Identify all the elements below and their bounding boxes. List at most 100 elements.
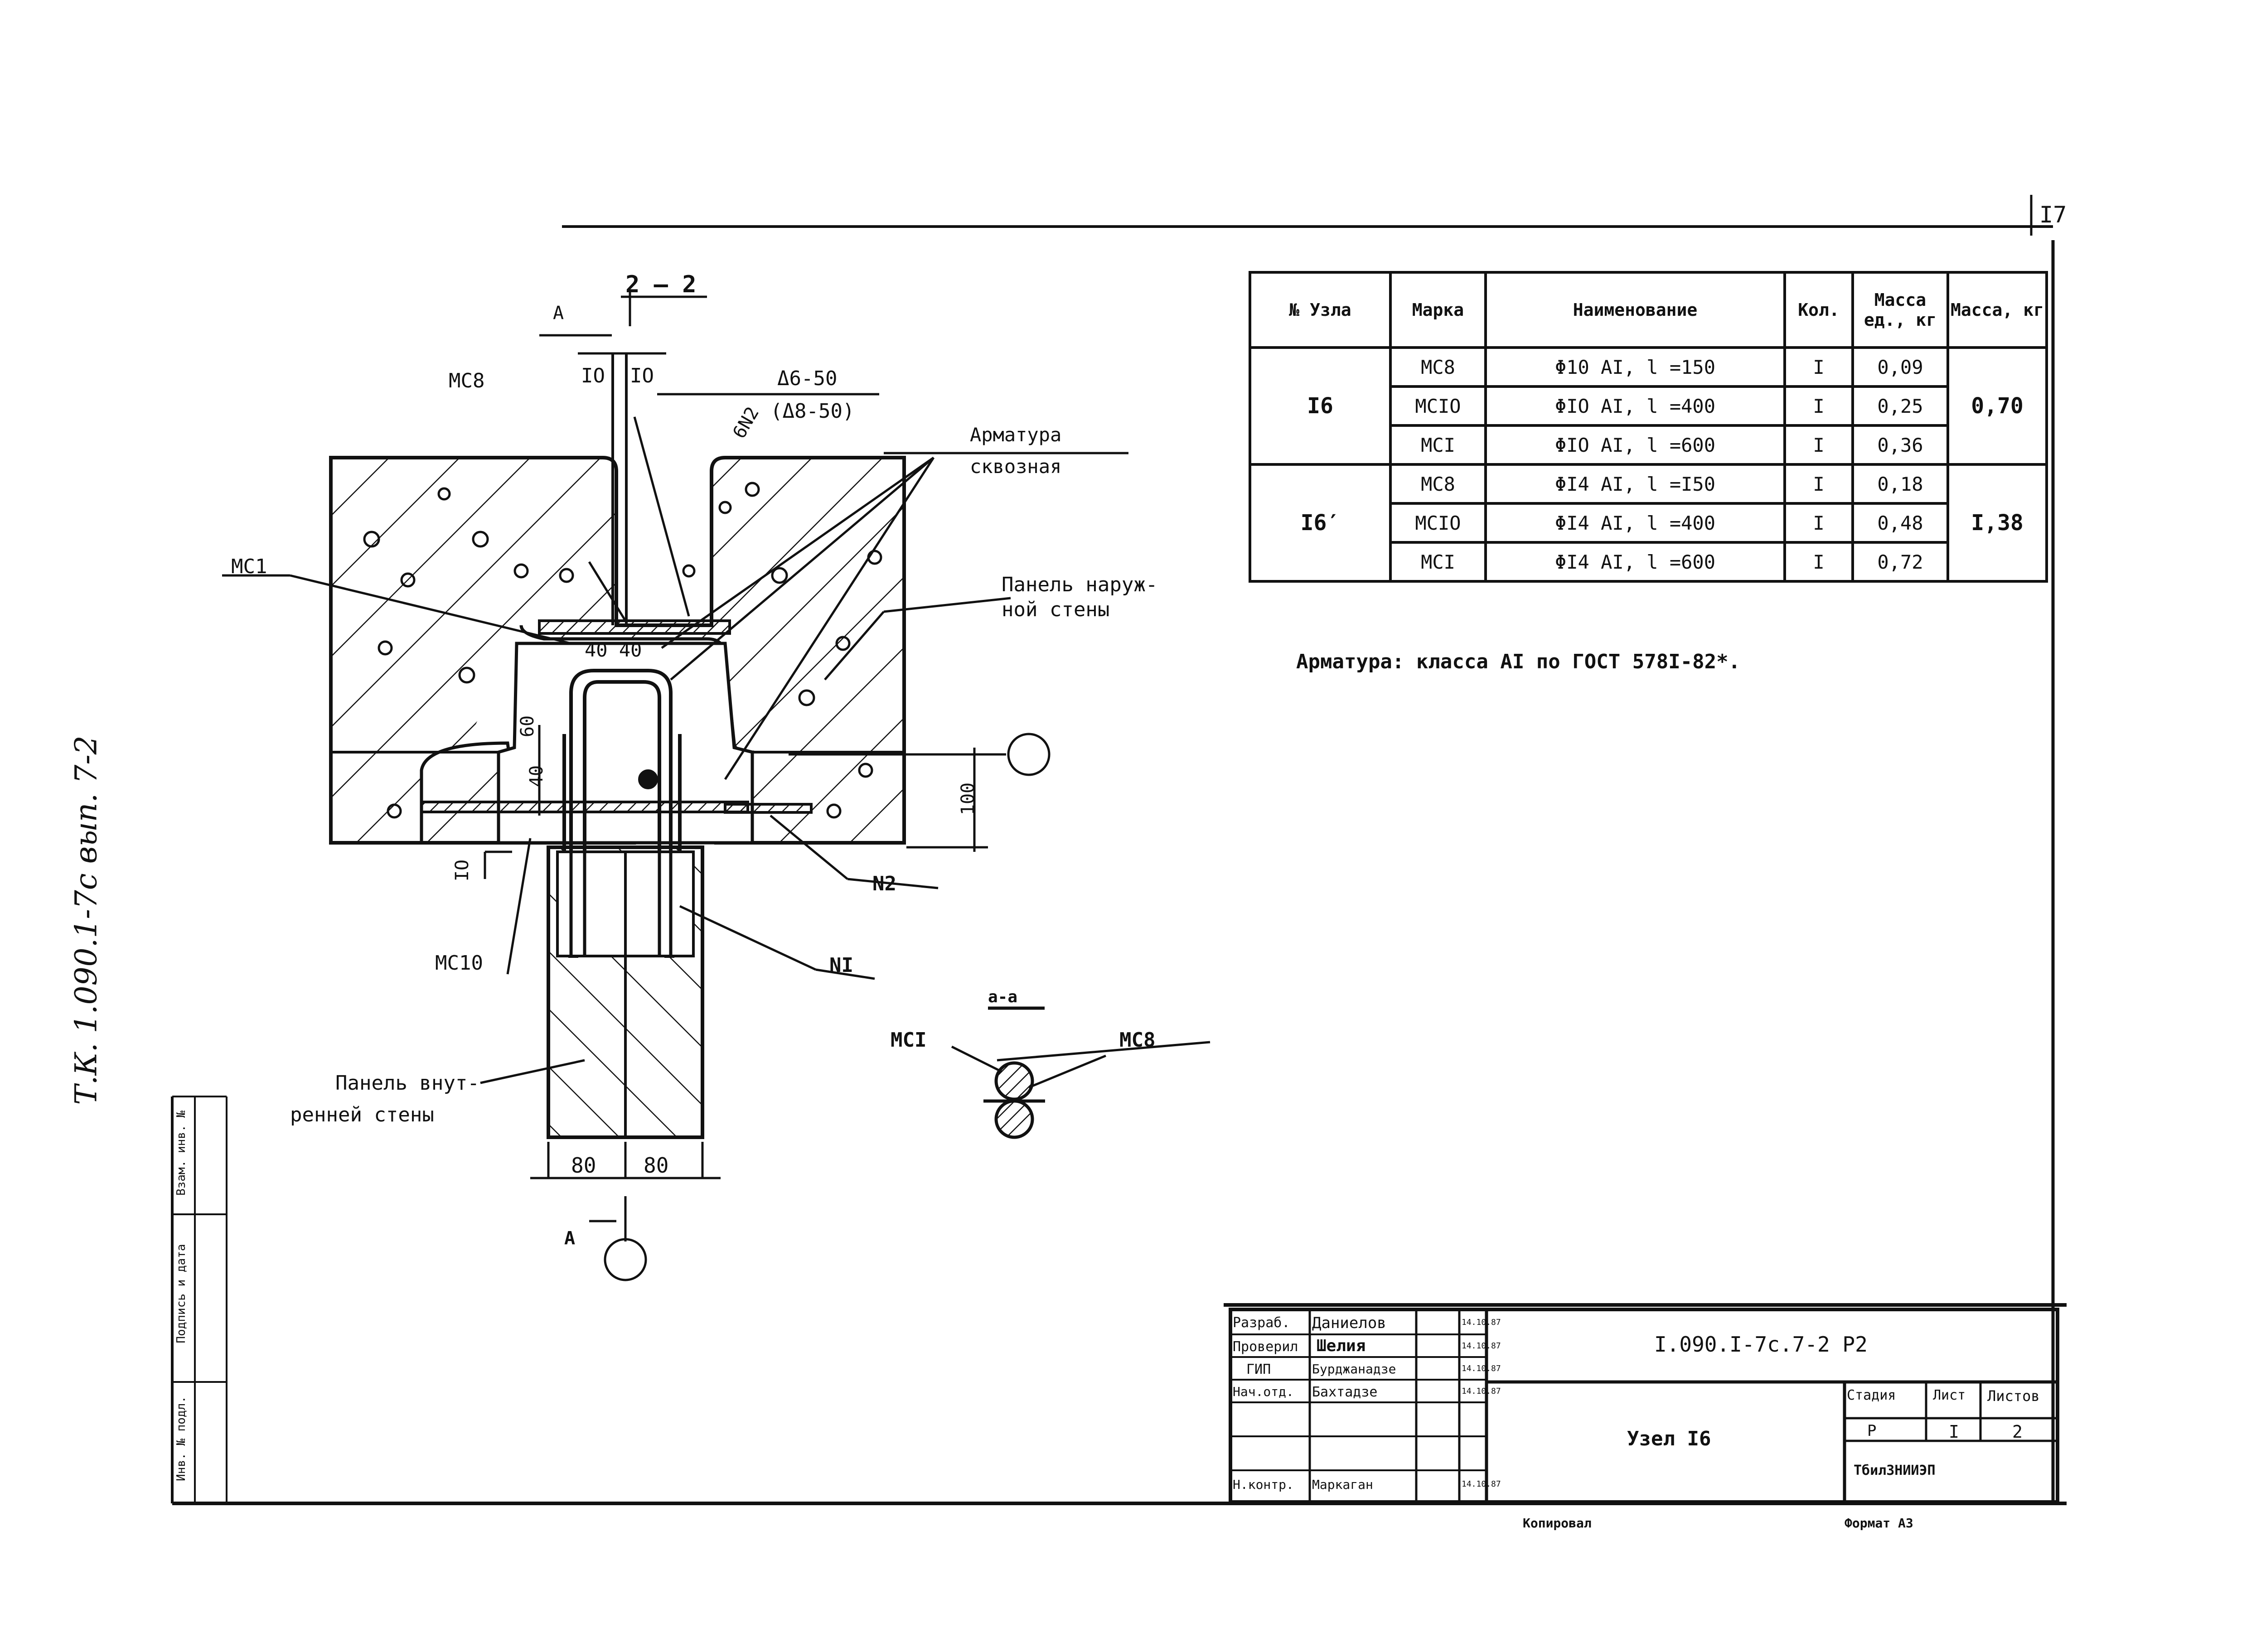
spec-qty: I xyxy=(1783,424,1854,466)
spec-name: Φ10 АI, l =150 xyxy=(1484,346,1786,388)
tb-sheets-head: Листов xyxy=(1987,1387,2040,1405)
dim-top-1: IO xyxy=(581,364,605,387)
callout-inner-panel-2: ренней стены xyxy=(290,1103,434,1126)
tb-org: ТбилЗНИИЭП xyxy=(1854,1463,1936,1478)
spec-header-row: № Узла Марка Наименование Кол. Масса ед.… xyxy=(1249,271,2048,349)
tb-sheet-head: Лист xyxy=(1933,1387,1966,1403)
vertical-rod xyxy=(611,353,628,625)
tb-date-2: 14.10.87 xyxy=(1462,1364,1501,1373)
spec-row: I6′ МС8 ΦI4 АI, l =I50 I 0,18 I,38 xyxy=(1249,463,2048,583)
spec-row: МСIO ΦIO АI, l =400 I 0,25 xyxy=(1250,385,2047,427)
footer-format: Формат А3 xyxy=(1845,1516,1913,1531)
spec-unit-mass: 0,09 xyxy=(1851,346,1949,388)
spec-header-qty: Кол. xyxy=(1783,271,1854,349)
tb-date-1: 14.10.87 xyxy=(1462,1341,1501,1351)
detail-mc8: МС8 xyxy=(1119,1029,1156,1052)
tb-role-6: Н.контр. xyxy=(1233,1477,1294,1492)
spec-name: ΦI4 АI, l =I50 xyxy=(1484,463,1786,505)
spec-qty: I xyxy=(1783,502,1854,544)
callout-n1: NI xyxy=(829,954,853,977)
tb-name-0: Даниелов xyxy=(1312,1314,1386,1332)
section-arrow-label: А xyxy=(553,303,564,324)
spec-header-unit-mass: Масса ед., кг xyxy=(1851,271,1949,349)
tb-code: I.090.I-7с.7-2 Р2 xyxy=(1654,1332,1868,1357)
spec-table: № Узла Марка Наименование Кол. Масса ед.… xyxy=(1249,271,2048,583)
spec-mark: МС8 xyxy=(1389,463,1487,505)
tb-stage: Р xyxy=(1867,1422,1877,1440)
spec-header-name: Наименование xyxy=(1484,271,1786,349)
tb-date-3: 14.10.87 xyxy=(1462,1386,1501,1396)
spec-qty: I xyxy=(1783,385,1854,427)
spec-mass: I,38 xyxy=(1946,463,2048,583)
spec-unit-mass: 0,25 xyxy=(1851,385,1949,427)
inner-wall-panel xyxy=(547,845,704,1139)
spec-row: I6 МС8 Φ10 АI, l =150 I 0,09 0,70 xyxy=(1249,346,2048,466)
tb-title: Узел I6 xyxy=(1627,1427,1711,1450)
spec-name: ΦI4 АI, l =400 xyxy=(1484,502,1786,544)
dim-note-alt: (Δ8-50) xyxy=(770,400,855,423)
spec-mark: МСIO xyxy=(1389,502,1487,544)
callout-mc8: МС8 xyxy=(449,369,485,392)
callout-outer-panel-1: Панель наруж- xyxy=(1002,573,1158,596)
tb-date-6: 14.10.87 xyxy=(1462,1479,1501,1489)
detail-bars xyxy=(983,1006,1045,1139)
detail-title: а-а xyxy=(988,988,1018,1006)
spec-header-node: № Узла xyxy=(1249,271,1392,349)
margin-vzam: Взам. инв. № xyxy=(174,1111,188,1196)
dim-40-40: 40 40 xyxy=(585,639,642,661)
tb-name-3: Бахтадзе xyxy=(1312,1384,1378,1400)
spec-node: I6 xyxy=(1249,346,1392,466)
dim-80-right: 80 xyxy=(644,1153,669,1178)
callout-section-a: А xyxy=(564,1228,576,1249)
spec-header-mark: Марка xyxy=(1389,271,1487,349)
spec-node: I6′ xyxy=(1249,463,1392,583)
tb-role-1: Проверил xyxy=(1233,1339,1298,1355)
dim-80-left: 80 xyxy=(571,1153,596,1178)
page-number: I7 xyxy=(2039,202,2067,228)
callout-armatura2: сквозная xyxy=(970,455,1062,478)
tb-date-0: 14.10.87 xyxy=(1462,1318,1501,1327)
detail-mc1: МСI xyxy=(891,1029,927,1052)
tb-sheets: 2 xyxy=(2012,1422,2023,1442)
spec-mark: МСI xyxy=(1389,541,1487,583)
spec-row: МСI ΦI4 АI, l =600 I 0,72 xyxy=(1250,541,2047,583)
spec-unit-mass: 0,72 xyxy=(1851,541,1949,583)
footer-copied: Копировал xyxy=(1523,1516,1592,1531)
spec-mark: МС8 xyxy=(1389,346,1487,388)
spec-header-mass: Масса, кг xyxy=(1946,271,2048,349)
callout-armatura: Арматура xyxy=(970,424,1062,446)
aggregate-dots xyxy=(363,482,882,819)
tb-name-1: Шелия xyxy=(1317,1337,1366,1355)
margin-podp: Подпись и дата xyxy=(174,1244,188,1343)
callout-inner-panel-1: Панель внут- xyxy=(335,1072,479,1095)
callout-outer-panel-2: ной стены xyxy=(1002,598,1110,621)
spec-unit-mass: 0,48 xyxy=(1851,502,1949,544)
spec-mark: МСI xyxy=(1389,424,1487,466)
section-label: 2 – 2 xyxy=(625,271,697,298)
spec-name: ΦIO АI, l =400 xyxy=(1484,385,1786,427)
dim-note: Δ6-50 xyxy=(777,367,838,390)
spec-mark: МСIO xyxy=(1389,385,1487,427)
tb-name-6: Маркаган xyxy=(1312,1477,1373,1492)
dimension-lines xyxy=(222,290,1210,1281)
dim-top-2: IO xyxy=(630,364,654,387)
spec-qty: I xyxy=(1783,541,1854,583)
tb-name-2: Бурджанадзе xyxy=(1312,1362,1396,1377)
tb-role-2: ГИП xyxy=(1246,1362,1271,1377)
spec-qty: I xyxy=(1783,346,1854,388)
tb-role-3: Нач.отд. xyxy=(1233,1384,1294,1399)
spec-unit-mass: 0,18 xyxy=(1851,463,1949,505)
margin-inv-podl: Инв. № подл. xyxy=(174,1396,188,1481)
callout-mc10: МС10 xyxy=(435,952,483,975)
spec-unit-mass: 0,36 xyxy=(1851,424,1949,466)
armature-note: Арматура: класса АI по ГОСТ 578I-82*. xyxy=(1296,650,1741,673)
spec-row: МСIO ΦI4 АI, l =400 I 0,48 xyxy=(1250,502,2047,544)
tb-stage-head: Стадия xyxy=(1847,1387,1896,1403)
joint-cavity xyxy=(497,642,754,845)
spec-row: МСI ΦIO АI, l =600 I 0,36 xyxy=(1250,424,2047,466)
spec-name: ΦI4 АI, l =600 xyxy=(1484,541,1786,583)
tb-role-0: Разраб. xyxy=(1233,1315,1290,1331)
spec-qty: I xyxy=(1783,463,1854,505)
